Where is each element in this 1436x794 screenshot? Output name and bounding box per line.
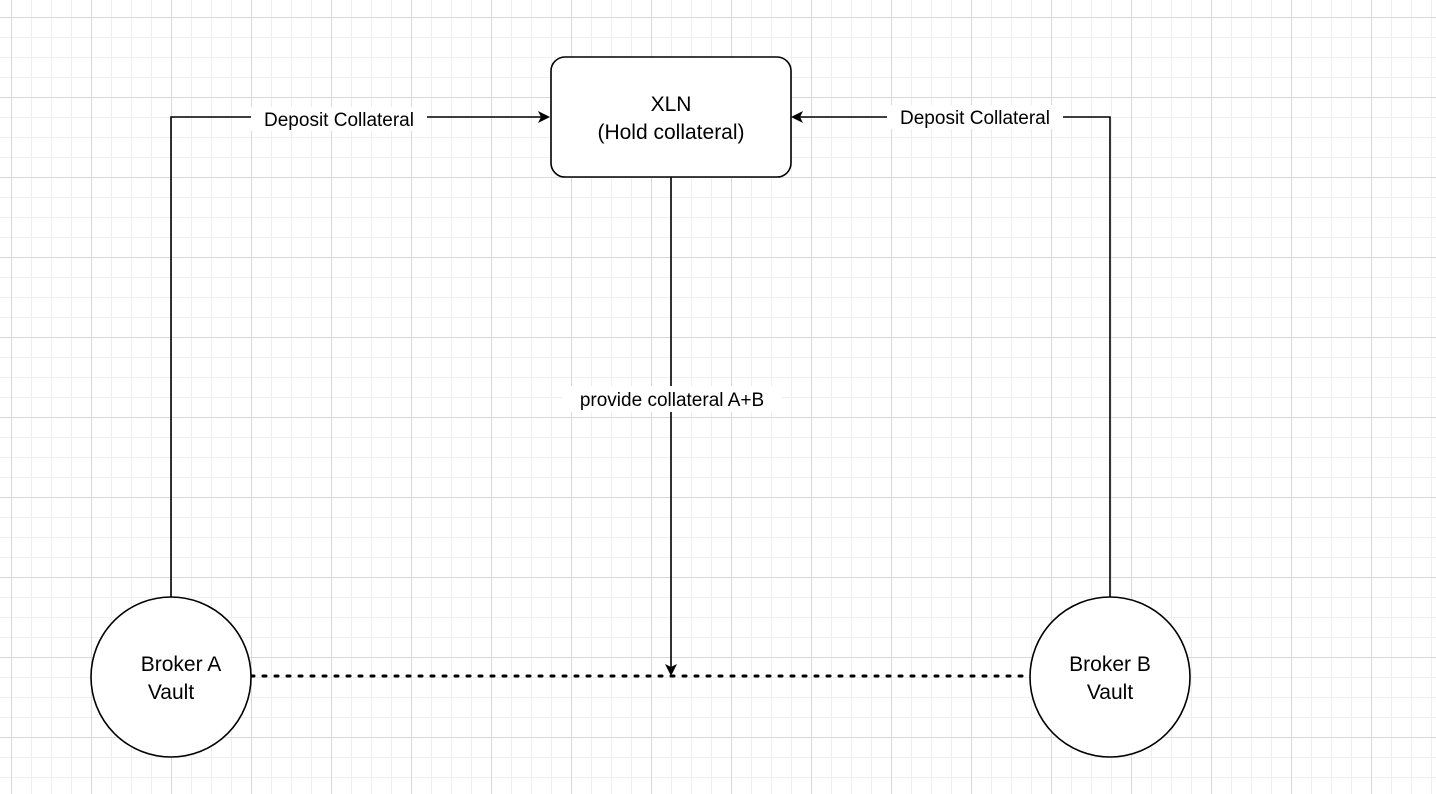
node-xln[interactable]: XLN (Hold collateral) (550, 56, 792, 178)
edge-label-deposit-a: Deposit Collateral (264, 110, 414, 131)
edge-deposit-b[interactable]: Deposit Collateral (791, 105, 1111, 597)
edge-provide-collateral[interactable]: provide collateral A+B (563, 177, 781, 676)
edge-label-provide: provide collateral A+B (580, 390, 764, 411)
edge-deposit-a[interactable]: Deposit Collateral (170, 107, 550, 597)
node-xln-title: XLN (651, 93, 692, 116)
node-broker-a-title: Broker A (141, 653, 222, 676)
node-broker-b-subtitle: Vault (1087, 681, 1133, 704)
node-broker-b-title: Broker B (1069, 653, 1151, 676)
node-broker-a-vault[interactable]: Broker A Vault (90, 596, 252, 758)
node-xln-subtitle: (Hold collateral) (597, 121, 744, 144)
node-broker-b-vault[interactable]: Broker B Vault (1029, 596, 1191, 758)
edge-label-deposit-b: Deposit Collateral (900, 108, 1050, 129)
node-broker-a-subtitle: Vault (148, 681, 194, 704)
